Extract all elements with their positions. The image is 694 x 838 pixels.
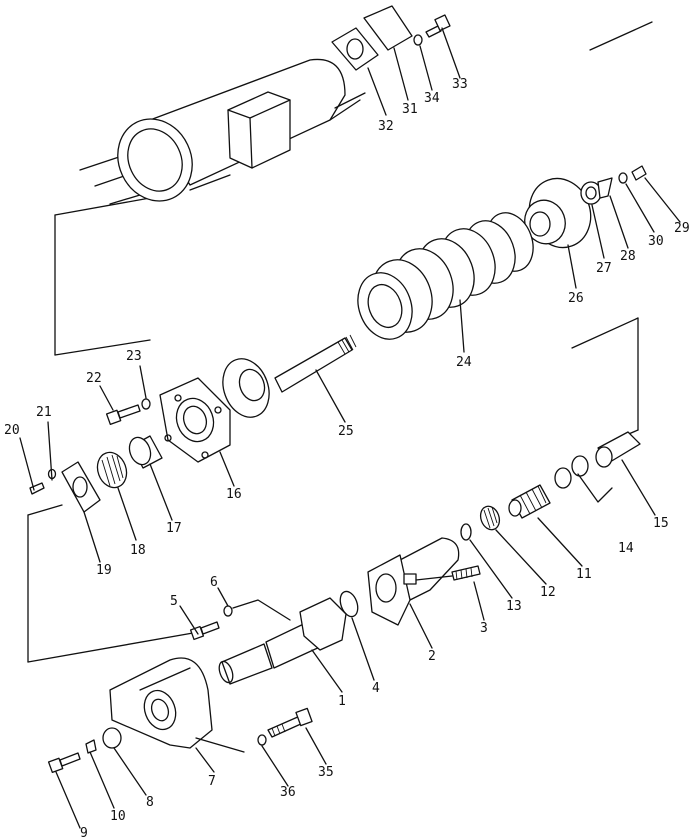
part-32-gasket [331, 27, 379, 71]
part-34-washer [413, 34, 423, 46]
part-10-lock-plate [85, 739, 97, 754]
leader-lines [19, 27, 681, 829]
callout-10: 10 [110, 809, 126, 824]
part-6-washer [223, 605, 233, 617]
callout-21: 21 [36, 405, 52, 420]
part-28-lock [597, 177, 613, 199]
part-30-washer [618, 172, 628, 184]
part-29-bolt [631, 165, 647, 181]
part-31-cover [363, 5, 413, 51]
callout-9: 9 [80, 826, 88, 838]
cover-plate-group [331, 5, 451, 71]
part-25-spring-rod [222, 334, 357, 418]
callout-13: 13 [506, 599, 522, 614]
part-16-flange [159, 377, 231, 463]
callout-31: 31 [402, 102, 418, 117]
part-5-bolt [189, 621, 220, 641]
part-33-bolt [425, 25, 442, 38]
callout-24: 24 [456, 355, 472, 370]
part-24-recoil-spring [357, 212, 534, 340]
callout-36: 36 [280, 785, 296, 800]
callout-labels: 1 2 3 4 5 6 7 8 9 10 11 12 13 14 15 16 1… [4, 77, 690, 838]
part-7-yoke [109, 657, 245, 753]
callout-19: 19 [96, 563, 112, 578]
callout-29: 29 [674, 221, 690, 236]
part-19-plate [61, 461, 101, 513]
callout-34: 34 [424, 91, 440, 106]
part-3-grease-fitting [415, 565, 481, 581]
callout-8: 8 [146, 795, 154, 810]
callout-27: 27 [596, 261, 612, 276]
callout-14: 14 [618, 541, 634, 556]
callout-32: 32 [378, 119, 394, 134]
callout-3: 3 [480, 621, 488, 636]
callout-20: 20 [4, 423, 20, 438]
callout-1: 1 [338, 694, 346, 709]
part-1-piston-rod [218, 597, 347, 685]
callout-30: 30 [648, 234, 664, 249]
track-frame-housing [79, 58, 366, 205]
callout-28: 28 [620, 249, 636, 264]
part-11-piston [508, 484, 551, 519]
part-23-washer [141, 398, 151, 410]
callout-25: 25 [338, 424, 354, 439]
guide-lines [27, 21, 653, 663]
part-18-bearing [96, 451, 128, 489]
part-20-bolt [29, 482, 45, 495]
callout-5: 5 [170, 594, 178, 609]
part-15-sleeve [595, 431, 641, 468]
part-2-cylinder [367, 537, 460, 626]
callout-35: 35 [318, 765, 334, 780]
callout-33: 33 [452, 77, 468, 92]
callout-12: 12 [540, 585, 556, 600]
callout-6: 6 [210, 575, 218, 590]
part-22-bolt [105, 404, 141, 425]
callout-7: 7 [208, 774, 216, 789]
callout-2: 2 [428, 649, 436, 664]
callout-26: 26 [568, 291, 584, 306]
part-14-seal-pair [554, 455, 613, 503]
part-4-o-ring [339, 590, 359, 618]
callout-15: 15 [653, 516, 669, 531]
callout-22: 22 [86, 371, 102, 386]
part-8-plate [102, 727, 122, 749]
callout-17: 17 [166, 521, 182, 536]
part-13-snap-ring [460, 523, 472, 541]
part-36-washer [257, 734, 267, 746]
part-17-collar [128, 435, 163, 469]
leader-6 [232, 599, 291, 621]
part-12-bearing [479, 505, 501, 531]
part-9-bolt [47, 752, 81, 773]
callout-11: 11 [576, 567, 592, 582]
callout-18: 18 [130, 543, 146, 558]
callout-16: 16 [226, 487, 242, 502]
part-35-bolt [267, 707, 313, 738]
callout-23: 23 [126, 349, 142, 364]
callout-4: 4 [372, 681, 380, 696]
spring-bracket-group [524, 165, 647, 249]
